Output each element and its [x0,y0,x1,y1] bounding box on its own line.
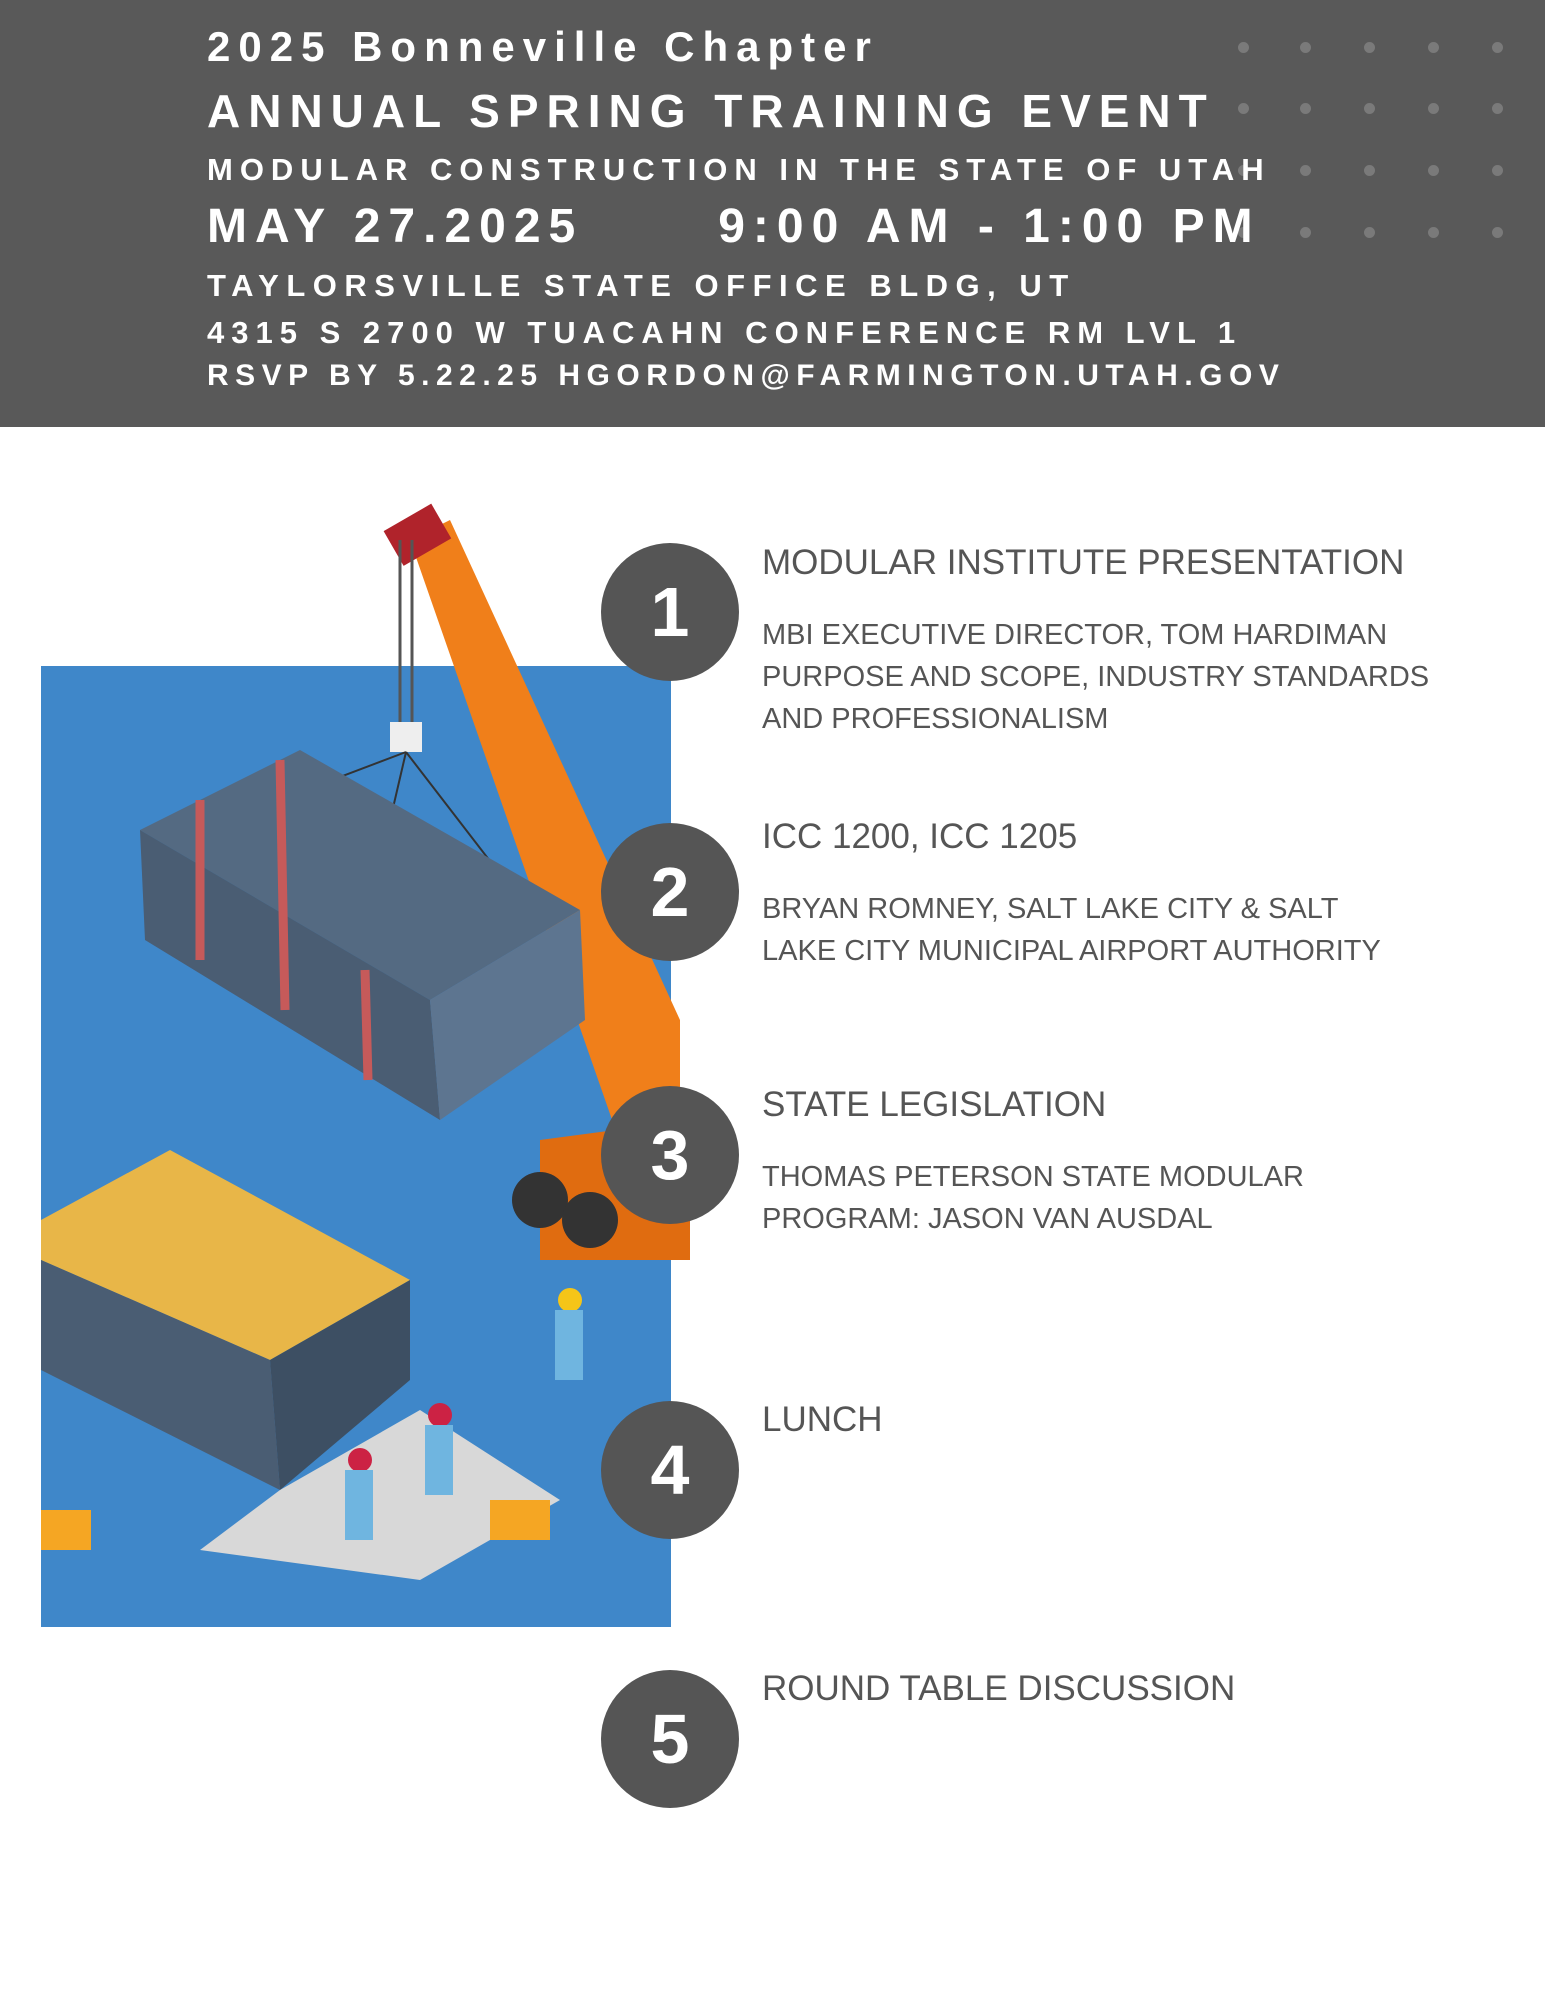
chapter-name: 2025 Bonneville Chapter [207,23,879,70]
detail-line: PROGRAM: JASON VAN AUSDAL [762,1203,1213,1235]
detail-line: LAKE CITY MUNICIPAL AIRPORT AUTHORITY [762,935,1381,967]
date-time: MAY 27.2025 9:00 AM - 1:00 PM [207,203,1261,251]
header-banner: 2025 Bonneville Chapter ANNUAL SPRING TR… [0,0,1545,427]
decorative-dot [1300,103,1311,114]
decorative-dot [1300,165,1311,176]
decorative-dot [1492,103,1503,114]
detail-line: AND PROFESSIONALISM [762,703,1109,735]
decorative-dot [1428,227,1439,238]
agenda-number-badge: 2 [601,823,739,961]
agenda-item-title: STATE LEGISLATION [762,1085,1107,1124]
decorative-dot [1238,165,1249,176]
agenda-number-badge: 4 [601,1401,739,1539]
event-time: 9:00 AM - 1:00 PM [718,200,1261,253]
event-date: MAY 27.2025 [207,200,584,253]
decorative-dot [1492,165,1503,176]
agenda-item-details: BRYAN ROMNEY, SALT LAKE CITY & SALT LAKE … [762,888,1381,972]
agenda-number-badge: 3 [601,1086,739,1224]
event-location: TAYLORSVILLE STATE OFFICE BLDG, UT [207,268,1076,303]
decorative-dot [1492,42,1503,53]
agenda-item-title: LUNCH [762,1400,883,1439]
decorative-dot [1364,42,1375,53]
decorative-dot [1364,227,1375,238]
agenda-item-title: ICC 1200, ICC 1205 [762,817,1078,856]
detail-line: MBI EXECUTIVE DIRECTOR, TOM HARDIMAN [762,619,1388,651]
decorative-dot [1492,227,1503,238]
agenda-number-badge: 1 [601,543,739,681]
decorative-dot [1238,42,1249,53]
decorative-dot [1300,227,1311,238]
decorative-dot [1428,42,1439,53]
event-subtitle: MODULAR CONSTRUCTION IN THE STATE OF UTA… [207,152,1271,187]
decorative-dot [1238,227,1249,238]
detail-line: THOMAS PETERSON STATE MODULAR [762,1161,1304,1193]
agenda-number-badge: 5 [601,1670,739,1808]
event-address: 4315 S 2700 W TUACAHN CONFERENCE RM LVL … [207,315,1243,350]
detail-line: BRYAN ROMNEY, SALT LAKE CITY & SALT [762,893,1339,925]
decorative-dot [1364,103,1375,114]
rsvp-info: RSVP BY 5.22.25 HGORDON@FARMINGTON.UTAH.… [207,359,1286,392]
agenda-item-title: ROUND TABLE DISCUSSION [762,1669,1236,1708]
decorative-dot [1300,42,1311,53]
decorative-dot [1428,103,1439,114]
decorative-dot [1428,165,1439,176]
event-title: ANNUAL SPRING TRAINING EVENT [207,85,1215,137]
agenda-item-title: MODULAR INSTITUTE PRESENTATION [762,543,1405,582]
decorative-dot [1238,103,1249,114]
modular-construction-illustration [41,503,690,1627]
detail-line: PURPOSE AND SCOPE, INDUSTRY STANDARDS [762,661,1430,693]
agenda-item-details: MBI EXECUTIVE DIRECTOR, TOM HARDIMAN PURP… [762,614,1429,740]
agenda-item-details: THOMAS PETERSON STATE MODULAR PROGRAM: JA… [762,1156,1304,1240]
decorative-dot [1364,165,1375,176]
